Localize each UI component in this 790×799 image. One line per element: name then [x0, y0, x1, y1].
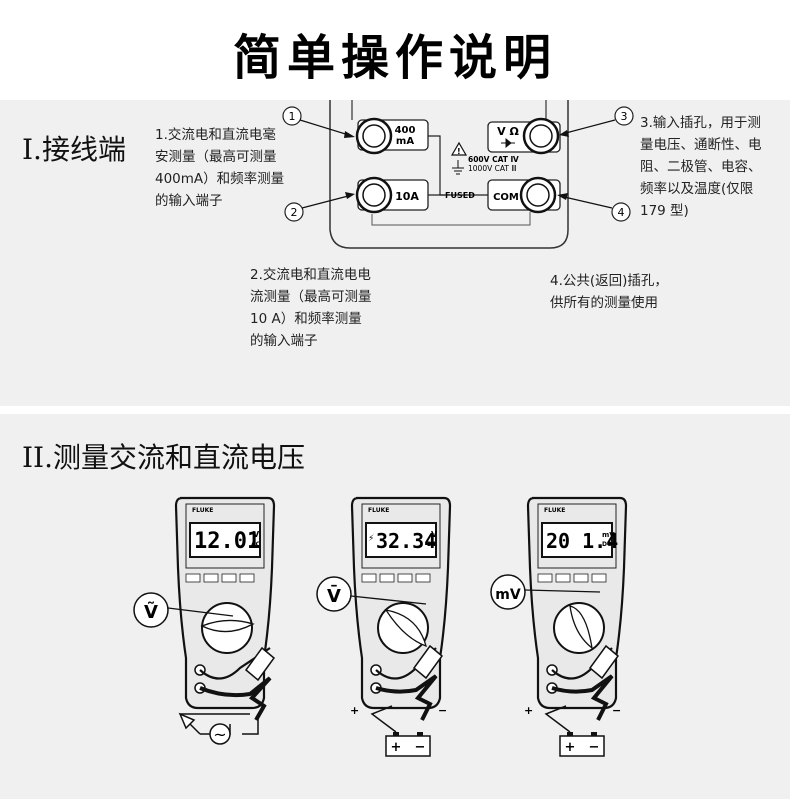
lcd-unit: V [431, 530, 438, 539]
callout-1: 1 [282, 106, 355, 138]
svg-text:+: + [524, 704, 533, 717]
brand-logo: FLUKE [368, 507, 389, 514]
terminal-10a-label: 10A [395, 190, 419, 203]
lcd-reading: 20 1.4 [546, 529, 618, 553]
rotary-pointer [569, 605, 593, 650]
dial-label-dc: V̄ [316, 576, 427, 612]
svg-text:4: 4 [618, 206, 625, 219]
terminal-v-label: V Ω [497, 125, 519, 138]
terminal-1-description: 1.交流电和直流电毫 安测量（最高可测量 400mA）和频率测量 的输入端子 [155, 127, 285, 209]
svg-text:mV: mV [495, 587, 521, 603]
section-heading-terminals: I.接线端 [22, 133, 126, 166]
lcd-mode: DC [602, 541, 612, 548]
ac-source: ~ [178, 712, 259, 745]
callout-3: 3 [559, 106, 634, 137]
battery-2: + − + − [524, 704, 621, 757]
battery-plus: + [391, 740, 402, 755]
terminal-400ma-label-bottom: mA [396, 136, 414, 147]
terminal-400ma-jack: 400 mA [355, 117, 429, 155]
terminal-4-description: 4.公共(返回)插孔， 供所有的测量使用 [550, 273, 668, 311]
terminals-panel: I.接线端 1.交流电和直流电毫 安测量（最高可测量 400mA）和频率测量 的… [0, 100, 790, 406]
callout-2: 2 [284, 192, 355, 222]
brand-logo: FLUKE [192, 507, 213, 514]
svg-text:1: 1 [289, 110, 296, 123]
lcd-unit: mV [602, 531, 615, 539]
svg-text:−: − [612, 704, 621, 717]
lcd-mode: AC [251, 541, 261, 548]
svg-text:3: 3 [621, 110, 628, 123]
terminal-diagram: 400 mA 10A V Ω COM FUSED [282, 100, 634, 249]
terminal-com-label: COM [493, 192, 519, 203]
lcd-mode: DC [427, 541, 437, 548]
ac-source-icon [209, 723, 231, 745]
dial-label-ac: Ṽ [133, 592, 234, 628]
voltage-diagrams: FLUKE 12.01 V AC Ṽ ~ FLUKE ⚡ 32. [133, 496, 628, 757]
svg-text:2: 2 [291, 206, 298, 219]
dial-label-mv: mV [490, 574, 601, 610]
warning-icon [450, 141, 468, 156]
ground-icon [452, 160, 464, 175]
svg-text:V̄: V̄ [327, 585, 341, 607]
svg-text:+: + [350, 704, 359, 717]
svg-text:Ṽ: Ṽ [144, 600, 158, 623]
battery-1: + − + − [350, 704, 447, 757]
terminal-v-ohm-jack: V Ω [487, 117, 561, 155]
meter-ac-voltage: FLUKE 12.01 V AC [174, 496, 276, 721]
lcd-unit: V [253, 530, 260, 539]
callout-4: 4 [557, 193, 631, 222]
lcd-reading: 12.01 [194, 529, 260, 554]
battery-minus: − [589, 740, 600, 755]
cat-rating-line2: 1000V CAT Ⅲ [468, 164, 517, 173]
voltage-measurement-panel: II.测量交流和直流电压 FLUK [0, 414, 790, 799]
fused-label: FUSED [445, 191, 475, 200]
terminal-2-description: 2.交流电和直流电电 流测量（最高可测量 10 A）和频率测量 的输入端子 [250, 267, 372, 349]
rotary-pointer [384, 609, 427, 648]
hazard-icon: ⚡ [368, 534, 374, 544]
meter-body-outline [329, 100, 569, 249]
section-heading-voltage: II.测量交流和直流电压 [22, 441, 306, 474]
meter-dc-millivolt: FLUKE 20 1.4 mV DC [526, 496, 628, 721]
svg-text:−: − [438, 704, 447, 717]
rotary-pointer [200, 619, 255, 633]
svg-text:!: ! [457, 147, 461, 156]
meter-dc-voltage: FLUKE ⚡ 32.34 V DC [350, 496, 452, 721]
terminal-400ma-label-top: 400 [395, 125, 416, 136]
battery-plus: + [565, 740, 576, 755]
terminal-3-description: 3.输入插孔，用于测 量电压、通断性、电 阻、二极管、电容、 频率以及温度(仅限… [640, 115, 762, 219]
lcd-reading: 32.34 [376, 529, 436, 553]
battery-minus: − [415, 740, 426, 755]
svg-text:~: ~ [213, 725, 226, 744]
brand-logo: FLUKE [544, 507, 565, 514]
page-title: 简单操作说明 [232, 30, 557, 86]
terminal-com-jack: COM [487, 176, 561, 214]
cat-rating-line1: 600V CAT Ⅳ [468, 155, 520, 164]
terminal-10a-jack: 10A [355, 176, 429, 214]
